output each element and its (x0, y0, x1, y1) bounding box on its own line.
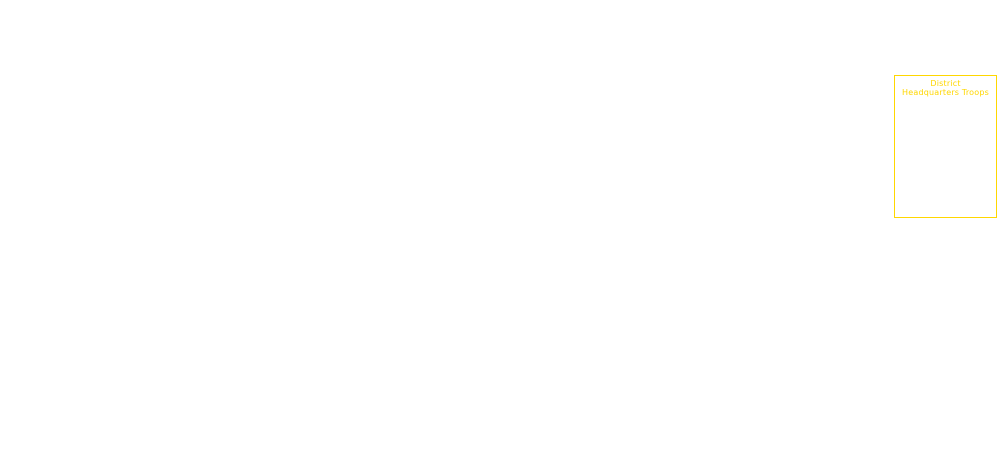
district-headquarters-troops-box: District Headquarters Troops (894, 75, 997, 218)
district-headquarters-troops-label: District Headquarters Troops (902, 79, 989, 97)
